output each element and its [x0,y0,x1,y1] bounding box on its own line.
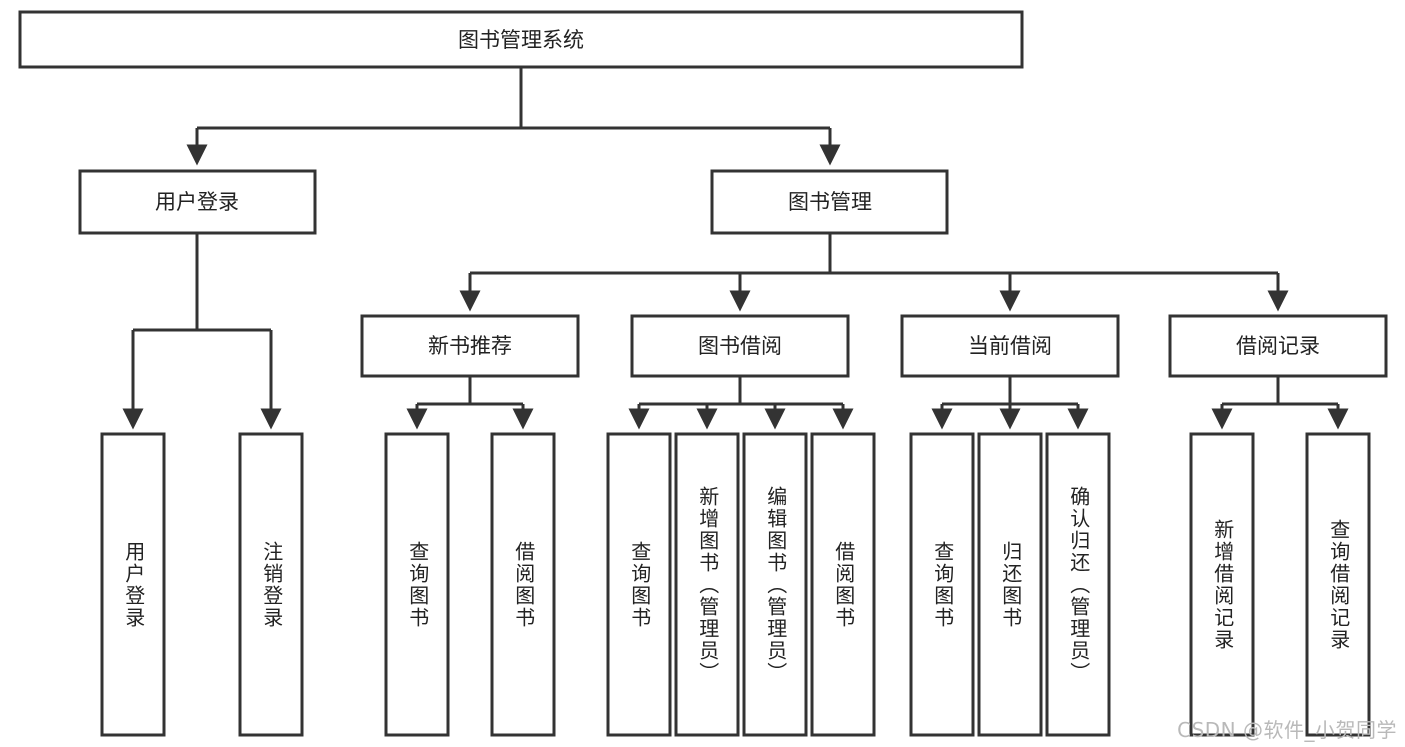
leaf-box [977,432,1043,737]
leaf-box [238,432,304,737]
node-current-borrow[interactable]: 当前借阅 [900,314,1120,378]
leaf-box [810,432,876,737]
connector-new-book-to-leaves [406,376,534,430]
node-book-borrow[interactable]: 图书借阅 [630,314,850,378]
node-borrow-record[interactable]: 借阅记录 [1168,314,1388,378]
leaf-box [1045,432,1111,737]
leaf-box [490,432,556,737]
node-borrow-record-label: 借阅记录 [1236,334,1320,358]
node-book-borrow-label: 图书借阅 [698,334,782,358]
node-current-borrow-label: 当前借阅 [968,334,1052,358]
leaf-boxes [100,432,1371,737]
leaf-box [1305,432,1371,737]
node-new-book-recommend[interactable]: 新书推荐 [360,314,580,378]
connector-current-borrow-to-leaves [931,376,1089,430]
node-user-login-label: 用户登录 [155,190,239,214]
leaf-box [606,432,672,737]
node-book-management[interactable]: 图书管理 [710,169,949,235]
connector-borrow-record-to-leaves [1211,376,1349,430]
node-new-book-recommend-label: 新书推荐 [428,334,512,358]
connector-user-login-to-leaves [122,233,282,430]
node-root[interactable]: 图书管理系统 [18,10,1024,69]
leaf-box [1189,432,1255,737]
node-root-label: 图书管理系统 [458,28,584,52]
leaf-box [674,432,740,737]
node-user-login[interactable]: 用户登录 [78,169,317,235]
connector-book-management-to-level3 [459,233,1289,312]
connector-book-borrow-to-leaves [628,376,854,430]
leaf-box [384,432,450,737]
csdn-watermark: CSDN @软件_小贺同学 [1177,718,1397,742]
leaf-box [100,432,166,737]
connector-root-to-level2 [186,67,841,166]
leaf-box [742,432,808,737]
leaf-box [909,432,975,737]
node-book-management-label: 图书管理 [788,190,872,214]
